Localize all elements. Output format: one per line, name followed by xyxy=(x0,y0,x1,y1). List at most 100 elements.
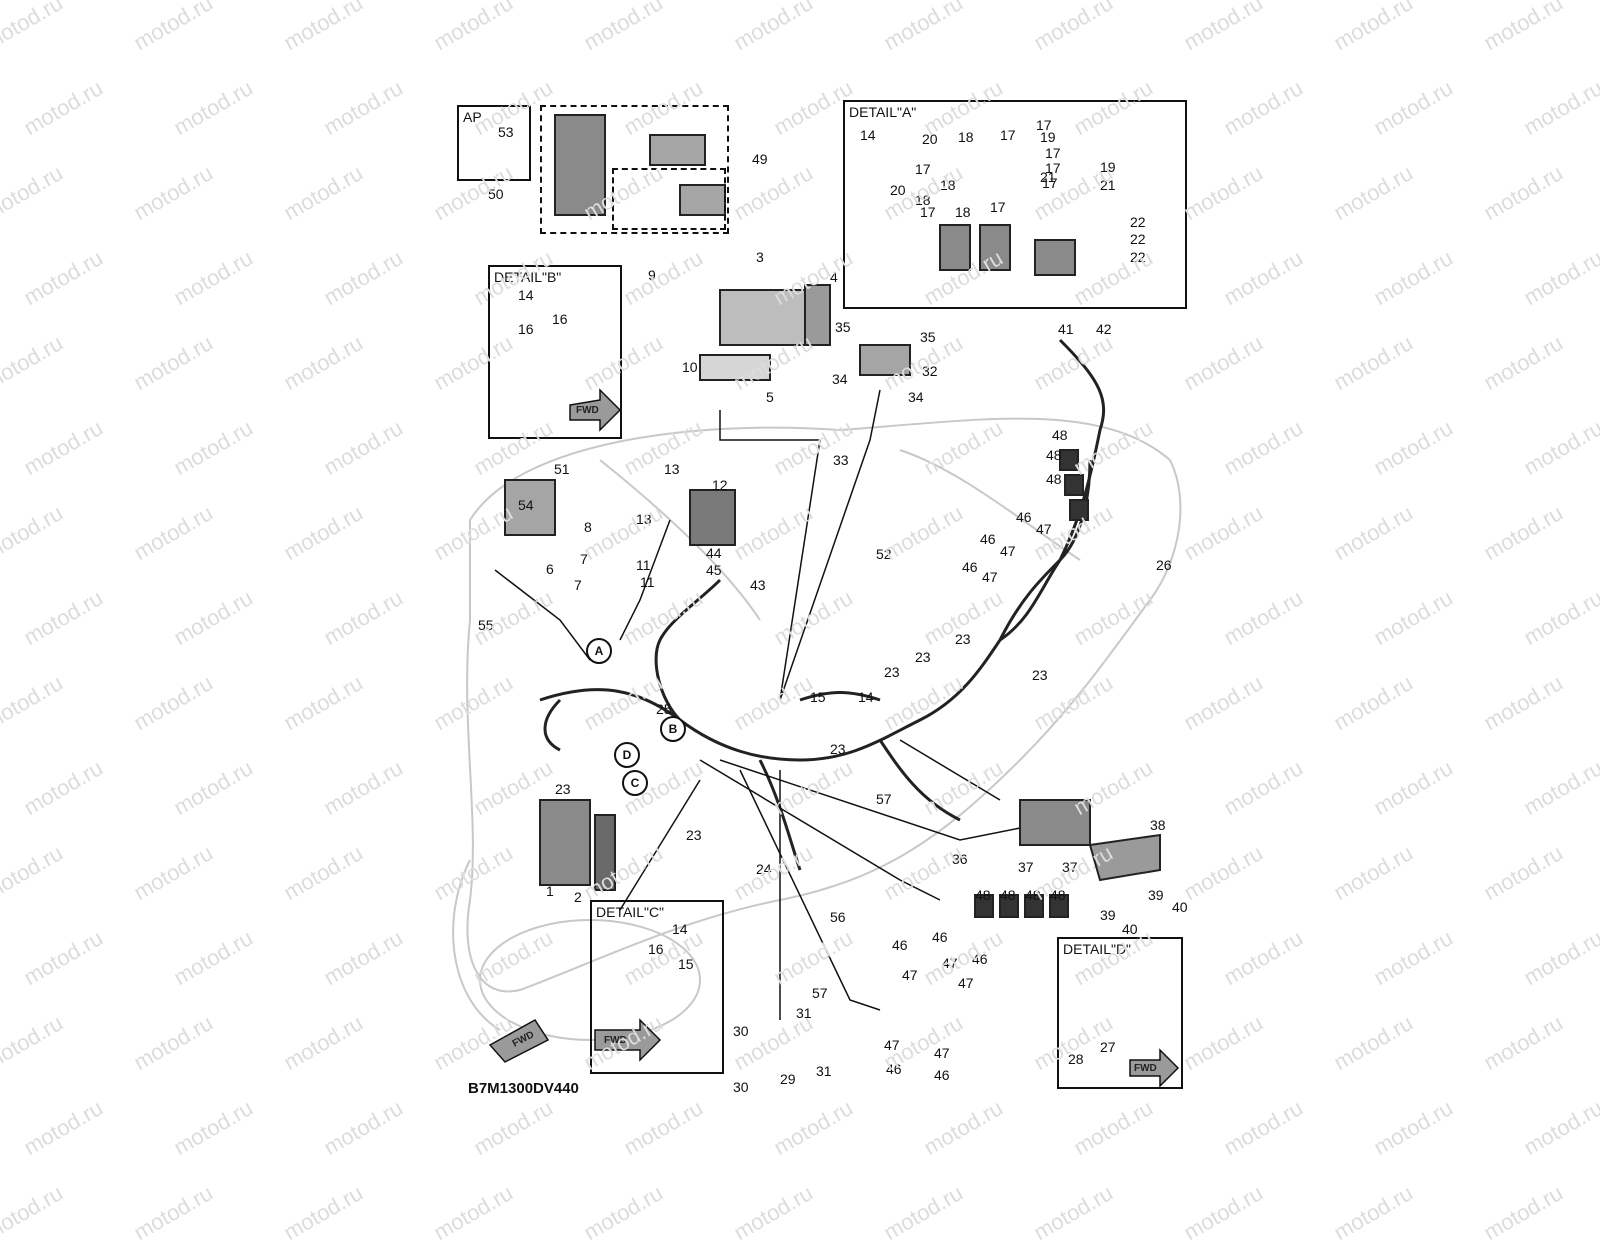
part-label: 21 xyxy=(1040,169,1056,185)
part-label: 47 xyxy=(982,569,998,585)
part-label: 22 xyxy=(1130,249,1146,265)
part-label: 31 xyxy=(796,1005,812,1021)
part-label: 22 xyxy=(1130,231,1146,247)
part-label: 46 xyxy=(1016,509,1032,525)
part-label: 17 xyxy=(915,161,931,177)
part-label: 17 xyxy=(1042,175,1058,191)
part-label: 23 xyxy=(686,827,702,843)
kit-dashed-box-49 xyxy=(540,105,729,234)
part-label: 51 xyxy=(554,461,570,477)
part-label: 27 xyxy=(1100,1039,1116,1055)
part-label: 23 xyxy=(955,631,971,647)
part-label: 22 xyxy=(1130,214,1146,230)
part-label: 46 xyxy=(932,929,948,945)
marker-b: B xyxy=(660,716,686,742)
part-label: 18 xyxy=(915,192,931,208)
part-label: 14 xyxy=(672,921,688,937)
part-label: 39 xyxy=(1100,907,1116,923)
fwd-label-4: FWD xyxy=(1134,1063,1157,1074)
part-label: 50 xyxy=(488,186,504,202)
part-label: 14 xyxy=(858,689,874,705)
part-label: 16 xyxy=(648,941,664,957)
part-label: 3 xyxy=(756,249,764,265)
part-label: 29 xyxy=(780,1071,796,1087)
part-label: 47 xyxy=(958,975,974,991)
part-label: 18 xyxy=(955,204,971,220)
detail-c-title: DETAIL"C" xyxy=(596,904,665,920)
part-label: 34 xyxy=(832,371,848,387)
detail-a-panel: DETAIL"A" xyxy=(843,100,1187,309)
part-label: 15 xyxy=(678,956,694,972)
part-label: 48 xyxy=(1052,427,1068,443)
part-label: 5 xyxy=(766,389,774,405)
part-label: 52 xyxy=(876,546,892,562)
part-label: 48 xyxy=(975,887,991,903)
part-label: 48 xyxy=(1046,447,1062,463)
part-label: 14 xyxy=(860,127,876,143)
part-label: 17 xyxy=(1000,127,1016,143)
fwd-arrows xyxy=(488,388,1180,1088)
fwd-label-3: FWD xyxy=(576,405,599,416)
part-label: 7 xyxy=(574,577,582,593)
detail-b-title: DETAIL"B" xyxy=(494,269,562,285)
part-label: 47 xyxy=(942,955,958,971)
detail-a-title: DETAIL"A" xyxy=(849,104,917,120)
marker-c: C xyxy=(622,770,648,796)
part-label: 17 xyxy=(920,204,936,220)
part-label: 19 xyxy=(1100,159,1116,175)
part-label: 6 xyxy=(546,561,554,577)
part-label: 11 xyxy=(640,574,655,590)
part-label: 8 xyxy=(584,519,592,535)
part-label: 32 xyxy=(922,363,938,379)
part-label: 46 xyxy=(972,951,988,967)
part-label: 40 xyxy=(1172,899,1188,915)
part-label: 39 xyxy=(1148,887,1164,903)
part-label: 10 xyxy=(682,359,698,375)
part-label: 46 xyxy=(980,531,996,547)
part-label: 36 xyxy=(952,851,968,867)
detail-d-panel: DETAIL"D" xyxy=(1057,937,1183,1089)
part-label: 34 xyxy=(908,389,924,405)
ap-panel: AP xyxy=(457,105,531,181)
part-label: 30 xyxy=(733,1079,749,1095)
part-label: 53 xyxy=(498,124,514,140)
part-label: 42 xyxy=(1096,321,1112,337)
fwd-label-2: FWD xyxy=(604,1035,627,1046)
part-label: 23 xyxy=(884,664,900,680)
part-label: 16 xyxy=(518,321,534,337)
part-label: 15 xyxy=(810,689,826,705)
part-label: 48 xyxy=(1050,887,1066,903)
part-label: 17 xyxy=(990,199,1006,215)
part-label: 49 xyxy=(752,151,768,167)
component-shapes xyxy=(504,114,1161,918)
part-label: 48 xyxy=(1025,887,1041,903)
part-label: 12 xyxy=(712,477,728,493)
part-label: 41 xyxy=(1058,321,1074,337)
part-label: 23 xyxy=(555,781,571,797)
part-label: 17 xyxy=(1045,145,1061,161)
part-label: 57 xyxy=(812,985,828,1001)
part-label: 47 xyxy=(1036,521,1052,537)
leader-lines xyxy=(494,389,1061,1020)
part-label: 19 xyxy=(1040,129,1056,145)
marker-a: A xyxy=(586,638,612,664)
part-label: 30 xyxy=(733,1023,749,1039)
part-label: 23 xyxy=(1032,667,1048,683)
diagram-code: B7M1300DV440 xyxy=(468,1080,579,1097)
detail-b-panel: DETAIL"B" xyxy=(488,265,622,439)
part-label: 23 xyxy=(830,741,846,757)
part-label: 26 xyxy=(1156,557,1172,573)
part-label: 37 xyxy=(1062,859,1078,875)
ap-title: AP xyxy=(463,109,482,125)
part-label: 18 xyxy=(958,129,974,145)
kit-dashed-box-inner xyxy=(612,168,726,230)
part-label: 9 xyxy=(648,267,656,283)
part-label: 25 xyxy=(656,701,672,717)
detail-c-panel: DETAIL"C" xyxy=(590,900,724,1074)
part-label: 2 xyxy=(574,889,582,905)
part-label: 28 xyxy=(1068,1051,1084,1067)
part-label: 1 xyxy=(546,883,554,899)
part-label: 37 xyxy=(1018,859,1034,875)
part-label: 46 xyxy=(892,937,908,953)
